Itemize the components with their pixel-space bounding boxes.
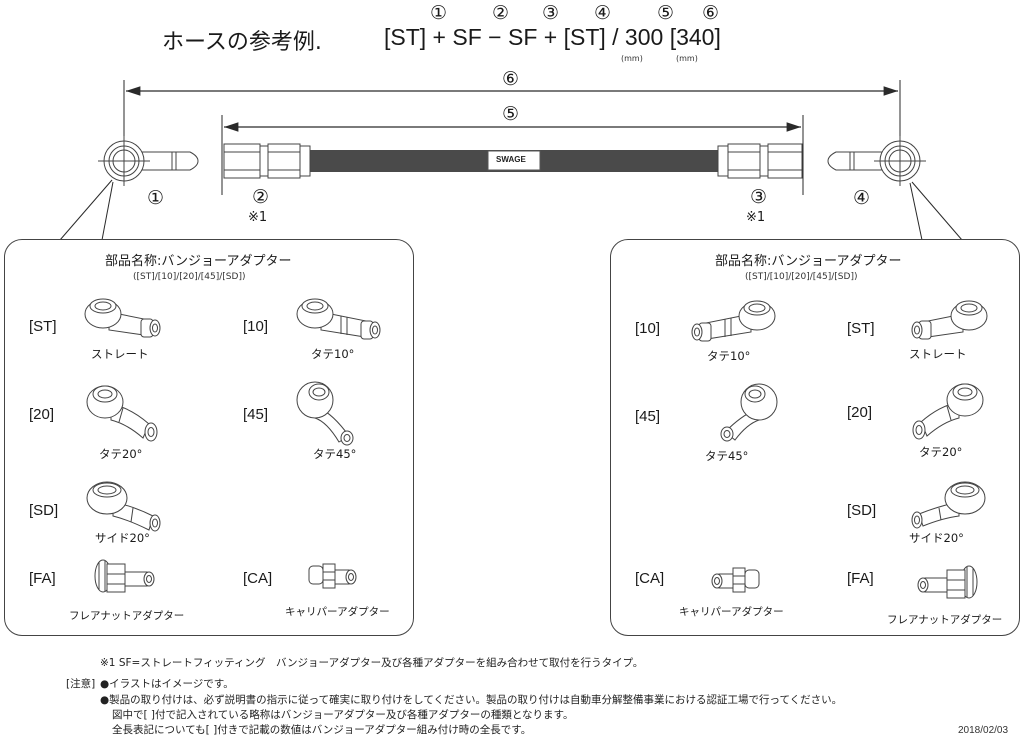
- left-panel-title: 部品名称:バンジョーアダプター: [105, 254, 292, 269]
- right-banjo-topview-icon: [827, 136, 926, 186]
- left-code-10: [10]: [243, 318, 269, 335]
- right-code-45: [45]: [635, 408, 661, 425]
- right-code-ca: [CA]: [635, 570, 665, 587]
- document-date: 2018/02/03: [958, 725, 1009, 736]
- part-marker-3: ③: [750, 186, 768, 208]
- right-caption-sd: サイド20°: [909, 531, 964, 545]
- caution-1: ●イラストはイメージです。: [100, 678, 234, 690]
- banjo-straight-icon: [84, 298, 161, 338]
- right-code-20: [20]: [847, 404, 873, 421]
- marker-1: ①: [430, 2, 448, 24]
- left-straight-fitting-icon: [223, 143, 311, 179]
- left-code-st: [ST]: [29, 318, 57, 335]
- left-code-20: [20]: [29, 406, 55, 423]
- caution-3: 図中で[ ]付で記入されている略称はバンジョーアダプター及び各種アダプターの種類…: [112, 709, 574, 721]
- unit-340: (mm): [676, 54, 698, 63]
- left-code-fa: [FA]: [29, 570, 56, 587]
- left-callout-lines: [59, 179, 114, 241]
- marker-6: ⑥: [702, 2, 720, 24]
- right-panel-title: 部品名称:バンジョーアダプター: [715, 254, 902, 269]
- left-code-sd: [SD]: [29, 502, 59, 519]
- left-caption-10: タテ10°: [311, 347, 355, 361]
- hose-length-dimension: [221, 115, 804, 195]
- left-code-45: [45]: [243, 406, 269, 423]
- right-caption-10: タテ10°: [707, 349, 751, 363]
- banjo-vertical-45-icon: [296, 381, 354, 446]
- left-caption-45: タテ45°: [313, 447, 357, 461]
- banjo-vertical-20-icon: [86, 385, 158, 442]
- note-ref-3: ※1: [746, 210, 766, 225]
- flare-nut-adapter-icon: [94, 559, 155, 593]
- left-caption-ca: キャリパーアダプター: [285, 606, 390, 618]
- banjo-side-20-icon: [911, 481, 986, 529]
- right-code-fa: [FA]: [847, 570, 874, 587]
- caution-2: ●製品の取り付けは、必ず説明書の指示に従って確実に取り付けをしてください。製品の…: [100, 694, 843, 706]
- hose-swage-label: SWAGE: [496, 155, 526, 164]
- marker-5: ⑤: [657, 2, 675, 24]
- right-code-10: [10]: [635, 320, 661, 337]
- right-caption-ca: キャリパーアダプター: [679, 606, 784, 618]
- left-code-ca: [CA]: [243, 570, 273, 587]
- right-caption-20: タテ20°: [919, 445, 963, 459]
- flare-nut-adapter-icon: [917, 565, 978, 599]
- right-straight-fitting-icon: [717, 143, 803, 179]
- marker-4: ④: [594, 2, 612, 24]
- overall-length-marker: ⑥: [502, 68, 520, 90]
- left-banjo-topview-icon: [98, 136, 199, 186]
- right-caption-45: タテ45°: [705, 449, 749, 463]
- right-code-sd: [SD]: [847, 502, 877, 519]
- hose-length-marker: ⑤: [502, 103, 520, 125]
- part-marker-1: ①: [147, 187, 165, 209]
- left-panel-subtitle: ([ST]/[10]/[20]/[45]/[SD]): [133, 272, 246, 282]
- marker-2: ②: [492, 2, 510, 24]
- right-caption-fa: フレアナットアダプター: [887, 614, 1003, 626]
- hose-body: [310, 150, 718, 172]
- caliper-adapter-icon: [308, 563, 357, 589]
- right-callout-lines: [909, 181, 963, 241]
- left-caption-sd: サイド20°: [95, 531, 150, 545]
- banjo-vertical-45-icon: [720, 383, 778, 442]
- right-caption-st: ストレート: [909, 347, 967, 361]
- part-marker-2: ②: [252, 186, 270, 208]
- left-caption-fa: フレアナットアダプター: [69, 610, 185, 622]
- hose-formula: [ST] + SF − SF + [ST] / 300 [340]: [384, 24, 721, 50]
- banjo-vertical-10-icon: [296, 298, 381, 340]
- right-panel-subtitle: ([ST]/[10]/[20]/[45]/[SD]): [745, 272, 858, 282]
- left-caption-20-label: タテ20°: [99, 447, 143, 461]
- left-caption-st: ストレート: [91, 347, 149, 361]
- banjo-straight-icon: [911, 300, 988, 340]
- footnote-sf: ※1 SF=ストレートフィッティング バンジョーアダプター及び各種アダプターを組…: [100, 657, 644, 669]
- banjo-vertical-20-icon: [912, 383, 984, 440]
- right-code-st: [ST]: [847, 320, 875, 337]
- caliper-adapter-icon: [711, 567, 760, 593]
- page-title: ホースの参考例.: [162, 30, 322, 55]
- part-marker-4: ④: [853, 187, 871, 209]
- right-parts-panel: 部品名称:バンジョーアダプター ([ST]/[10]/[20]/[45]/[SD…: [610, 239, 1020, 636]
- note-ref-2: ※1: [248, 210, 268, 225]
- caution-label: [注意]: [66, 678, 96, 690]
- left-parts-panel: 部品名称:バンジョーアダプター ([ST]/[10]/[20]/[45]/[SD…: [4, 239, 414, 636]
- banjo-vertical-10-icon: [691, 300, 776, 342]
- marker-3: ③: [542, 2, 560, 24]
- caution-4: 全長表記についても[ ]付きで記載の数値はバンジョーアダプター組み付け時の全長で…: [112, 724, 532, 736]
- unit-300: (mm): [621, 54, 643, 63]
- banjo-side-20-icon: [86, 481, 161, 532]
